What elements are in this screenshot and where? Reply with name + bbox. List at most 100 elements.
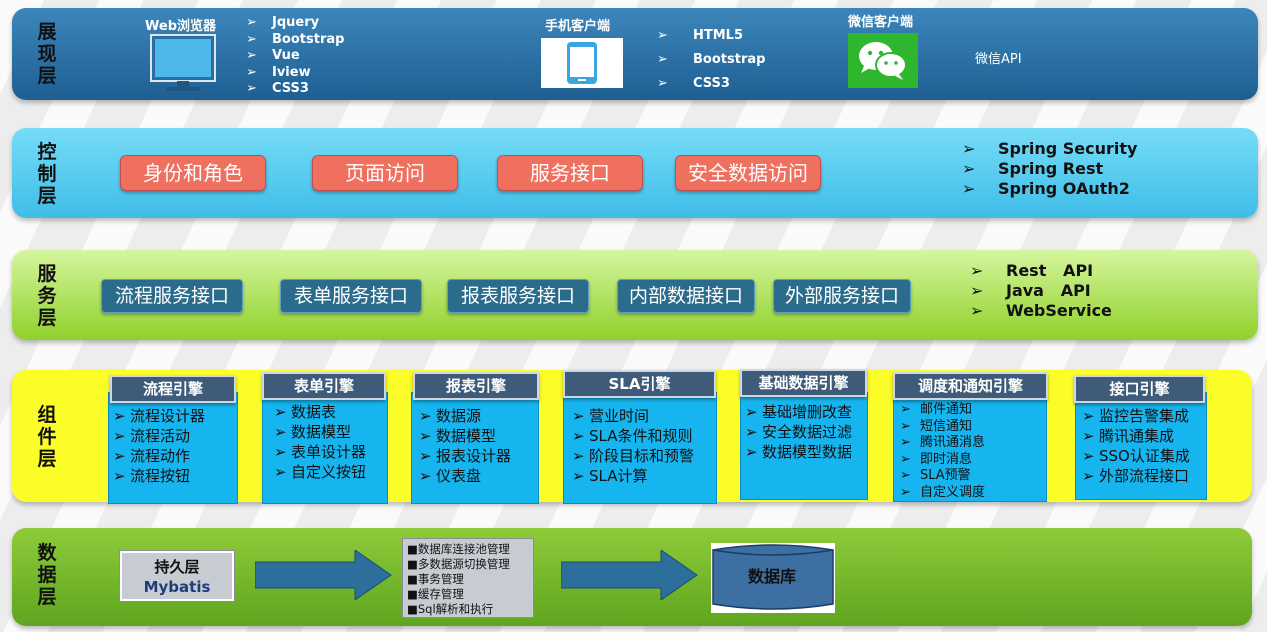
list-item: ➢HTML5 xyxy=(657,24,765,48)
list-item: ■事务管理 xyxy=(407,572,464,586)
arrow-icon: ➢ xyxy=(900,435,911,450)
list-item: ➢外部流程接口 xyxy=(1082,467,1190,485)
process-service-box: 流程服务接口 xyxy=(101,279,243,313)
list-item: ➢营业时间 xyxy=(572,407,650,425)
list-item: ➢即时消息 xyxy=(900,451,973,467)
persistence-box: 持久层 Mybatis xyxy=(120,551,234,601)
list-item: ➢Vue xyxy=(246,48,300,63)
schedule-notify-engine-list: ➢邮件通知 ➢短信通知 ➢腾讯通消息 ➢即时消息 ➢SLA预警 ➢自定义调度 xyxy=(900,402,985,501)
arrow-icon: ➢ xyxy=(962,179,976,198)
presentation-layer: 展 现 层 xyxy=(12,8,1258,100)
form-engine-list: ➢数据表 ➢数据模型 ➢表单设计器 ➢自定义按钮 xyxy=(274,402,366,482)
sla-engine-list: ➢营业时间 ➢SLA条件和规则 ➢阶段目标和预警 ➢SLA计算 xyxy=(572,406,694,486)
list-item: ➢邮件通知 xyxy=(900,402,973,417)
database-label: 数据库 xyxy=(747,567,796,586)
arrow-icon: ➢ xyxy=(970,261,984,280)
list-item: ➢基础增删改查 xyxy=(745,403,853,421)
interface-engine-list: ➢监控告警集成 ➢腾讯通集成 ➢SSO认证集成 ➢外部流程接口 xyxy=(1082,406,1190,486)
arrow-icon: ➢ xyxy=(274,443,287,461)
list-item: ➢阶段目标和预警 xyxy=(572,447,695,465)
list-item: ➢Spring Security xyxy=(962,139,1138,158)
arrow-icon: ➢ xyxy=(113,427,126,445)
list-item: ➢流程设计器 xyxy=(113,407,206,425)
list-item: ■数据库连接池管理 xyxy=(407,542,510,556)
arrow-icon: ➢ xyxy=(970,301,984,320)
list-item: ➢腾讯通集成 xyxy=(1082,427,1175,445)
external-service-box: 外部服务接口 xyxy=(773,279,911,313)
list-item: ➢流程动作 xyxy=(113,447,191,465)
interface-engine-header: 接口引擎 xyxy=(1074,375,1205,403)
persistence-label: 持久层 xyxy=(154,558,200,576)
list-item: ➢数据模型数据 xyxy=(745,443,853,461)
arrow-icon: ➢ xyxy=(113,467,126,485)
arrow-icon: ➢ xyxy=(113,447,126,465)
schedule-notify-engine-header: 调度和通知引擎 xyxy=(893,372,1048,400)
arrow-icon: ➢ xyxy=(572,407,585,425)
web-browser-heading: Web浏览器 xyxy=(145,19,216,34)
arrow-icon: ➢ xyxy=(274,423,287,441)
arrow-icon: ➢ xyxy=(657,28,668,43)
list-item: ➢数据模型 xyxy=(274,423,352,441)
mybatis-label: Mybatis xyxy=(143,578,211,596)
arrow-icon: ➢ xyxy=(572,467,585,485)
arrow-icon: ➢ xyxy=(962,159,976,178)
form-engine-body xyxy=(262,392,388,504)
base-data-engine-header: 基础数据引擎 xyxy=(740,369,867,397)
list-item: ➢数据模型 xyxy=(419,427,497,445)
report-engine-list: ➢数据源 ➢数据模型 ➢报表设计器 ➢仪表盘 xyxy=(419,406,511,486)
arrow-icon: ➢ xyxy=(745,443,758,461)
list-item: ➢CSS3 xyxy=(657,72,765,96)
list-item: ■多数据源切换管理 xyxy=(407,557,510,571)
arrow-icon: ➢ xyxy=(1082,467,1095,485)
web-tech-list: ➢Jquery ➢Bootstrap ➢Vue ➢Iview ➢CSS3 xyxy=(246,15,344,98)
internal-data-box: 内部数据接口 xyxy=(617,279,755,313)
arrow-icon: ➢ xyxy=(246,15,257,30)
arrow-icon: ➢ xyxy=(572,427,585,445)
report-service-box: 报表服务接口 xyxy=(447,279,589,313)
list-item: ➢SSO认证集成 xyxy=(1082,447,1190,465)
identity-role-box: 身份和角色 xyxy=(120,155,266,191)
arrow-icon: ➢ xyxy=(1082,447,1095,465)
mobile-tech-list: ➢HTML5 ➢Bootstrap ➢CSS3 xyxy=(657,24,765,96)
list-item: ➢Bootstrap xyxy=(246,31,345,47)
arrow-icon: ➢ xyxy=(900,484,911,500)
wechat-api-label: 微信API xyxy=(975,52,1022,67)
list-item: ➢数据表 xyxy=(274,403,337,421)
list-item: ➢仪表盘 xyxy=(419,467,482,485)
process-engine-list: ➢流程设计器 ➢流程活动 ➢流程动作 ➢流程按钮 xyxy=(113,406,205,486)
list-item: ■Sql解析和执行 xyxy=(407,602,494,616)
control-layer-title: 控 制 层 xyxy=(37,141,57,207)
list-item: ➢SLA计算 xyxy=(572,467,648,485)
list-item: ➢数据源 xyxy=(419,407,482,425)
component-layer-title: 组 件 层 xyxy=(37,404,57,470)
form-engine-header: 表单引擎 xyxy=(262,372,386,400)
arrow-icon: ➢ xyxy=(1082,427,1095,445)
arrow-icon: ➢ xyxy=(419,427,432,445)
list-item: ➢Spring Rest xyxy=(962,159,1104,178)
arrow-icon: ➢ xyxy=(274,403,287,421)
list-item: ➢流程活动 xyxy=(113,427,191,445)
arrow-icon: ➢ xyxy=(745,423,758,441)
list-item: ➢报表设计器 xyxy=(419,447,512,465)
monitor-icon xyxy=(150,34,216,92)
base-data-engine-list: ➢基础增删改查 ➢安全数据过滤 ➢数据模型数据 xyxy=(745,402,852,462)
list-item: ➢Iview xyxy=(246,64,311,80)
arrow-icon: ➢ xyxy=(1082,407,1095,425)
arrow-icon: ➢ xyxy=(274,463,287,481)
arrow-icon: ➢ xyxy=(745,403,758,421)
list-item: ➢Bootstrap xyxy=(657,48,765,72)
wechat-icon xyxy=(848,33,918,88)
sla-engine-header: SLA引擎 xyxy=(563,370,716,398)
list-item: ➢安全数据过滤 xyxy=(745,423,853,441)
arrow-icon: ➢ xyxy=(900,468,911,483)
data-features-box: ■数据库连接池管理 ■多数据源切换管理 ■事务管理 ■缓存管理 ■Sql解析和执… xyxy=(402,538,534,618)
list-item: ➢腾讯通消息 xyxy=(900,435,986,450)
arrow-icon: ➢ xyxy=(113,407,126,425)
interface-engine-body xyxy=(1075,392,1207,500)
list-item: ➢Java API xyxy=(970,281,1091,300)
arrow-icon: ➢ xyxy=(900,451,911,467)
schedule-notify-engine-body xyxy=(893,392,1047,502)
arrow-icon: ➢ xyxy=(900,418,911,434)
flow-arrow-1 xyxy=(255,550,392,600)
database-cylinder-icon xyxy=(711,543,835,613)
